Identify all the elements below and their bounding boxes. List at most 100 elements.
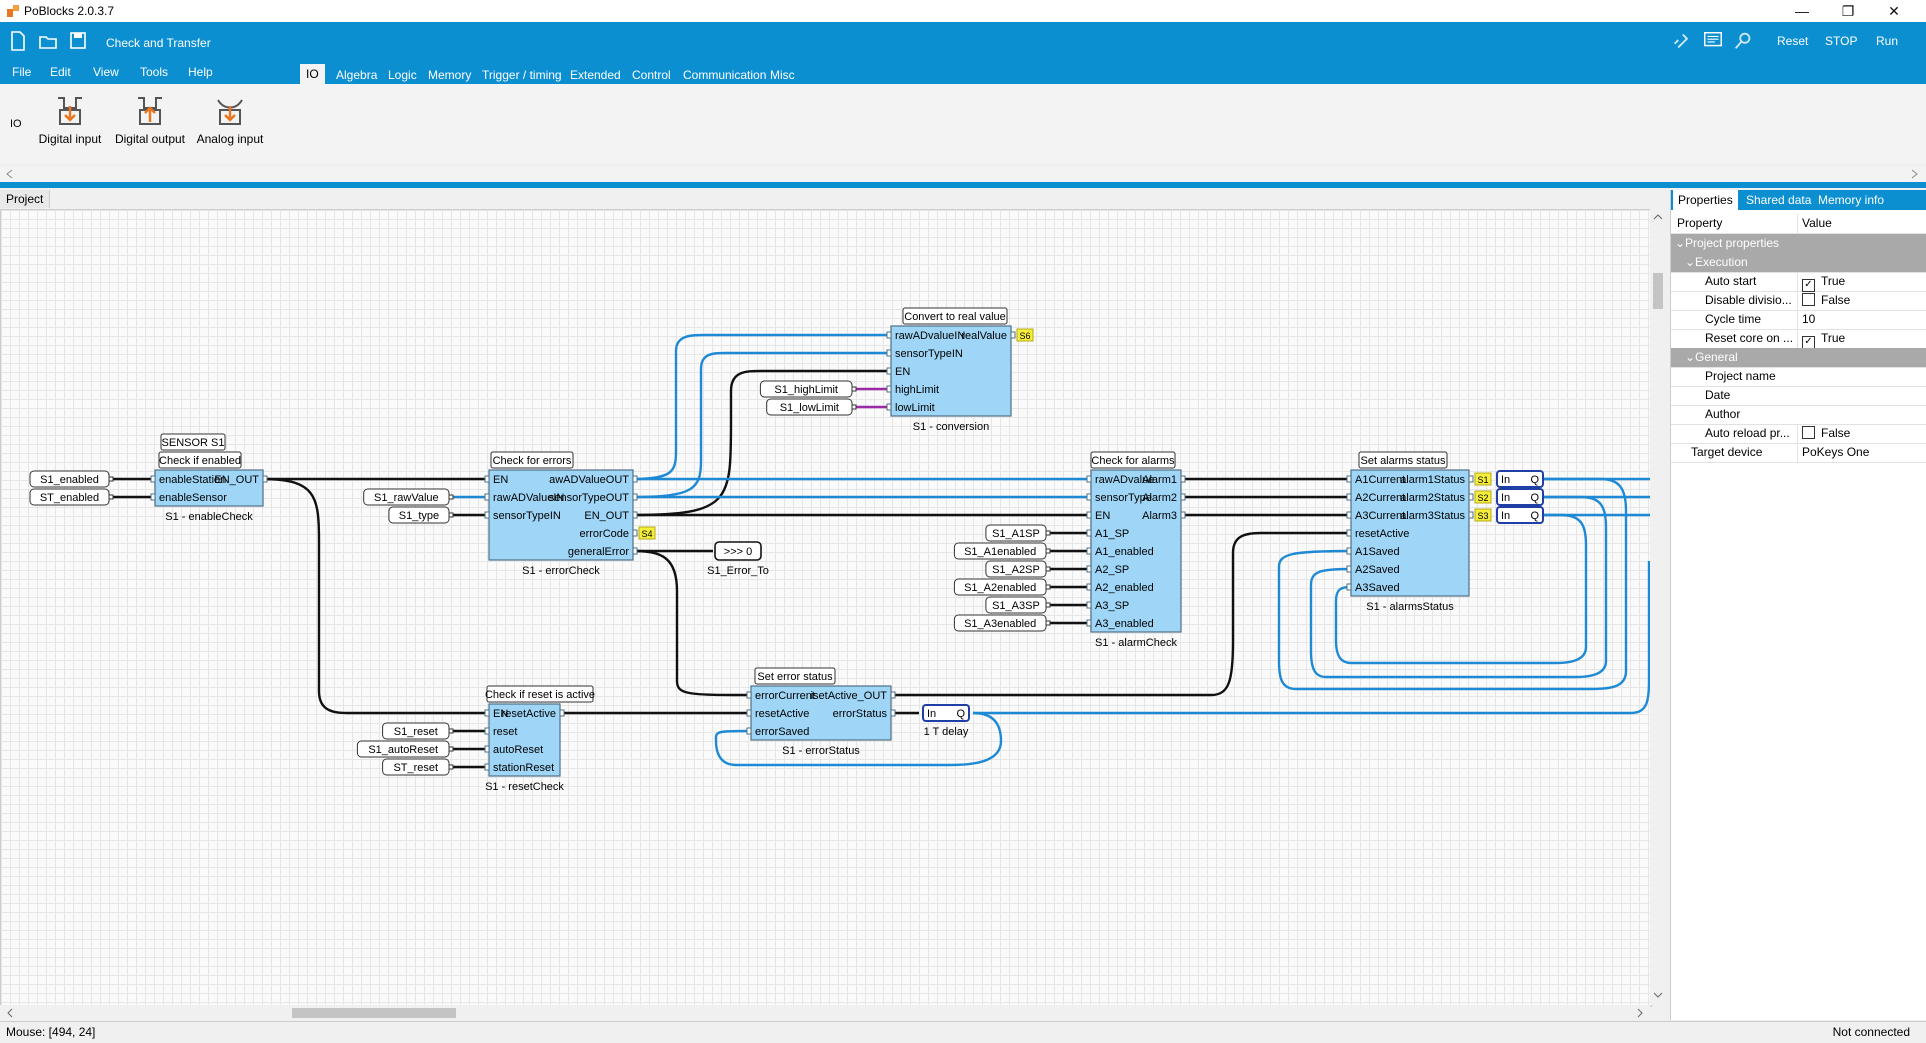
variable-input[interactable]: S1_highLimit bbox=[759, 380, 857, 398]
property-row[interactable]: Auto start✓True bbox=[1671, 272, 1926, 292]
menu-help[interactable]: Help bbox=[188, 65, 213, 79]
input-port[interactable] bbox=[484, 745, 490, 753]
input-port[interactable] bbox=[1346, 475, 1352, 483]
output-port[interactable] bbox=[632, 493, 638, 501]
output-port[interactable] bbox=[1180, 511, 1186, 519]
digital-output-tool[interactable]: Digital output bbox=[110, 94, 190, 146]
estatus-block[interactable]: Set error statuserrorCurrentresetActivee… bbox=[746, 667, 896, 757]
stop-button[interactable]: STOP bbox=[1825, 34, 1858, 48]
astatus-block[interactable]: Set alarms statusA1CurrentA2CurrentA3Cur… bbox=[1346, 451, 1474, 613]
tab-io[interactable]: IO bbox=[300, 64, 325, 84]
input-port[interactable] bbox=[1086, 529, 1092, 537]
save-icon[interactable] bbox=[68, 30, 90, 54]
property-value[interactable]: PoKeys One bbox=[1797, 443, 1926, 462]
input-port[interactable] bbox=[1346, 493, 1352, 501]
menu-tools[interactable]: Tools bbox=[140, 65, 169, 79]
link-icon[interactable] bbox=[1670, 30, 1694, 54]
category-execution[interactable]: ⌄Execution bbox=[1671, 253, 1926, 273]
tab-memory-info[interactable]: Memory info bbox=[1818, 193, 1885, 207]
input-port[interactable] bbox=[150, 475, 156, 483]
reset-block[interactable]: Check if reset is activeENresetautoReset… bbox=[484, 685, 595, 793]
close-button[interactable]: ✕ bbox=[1888, 3, 1900, 19]
new-file-icon[interactable] bbox=[8, 30, 30, 54]
output-port[interactable] bbox=[1010, 331, 1016, 339]
input-port[interactable] bbox=[746, 709, 752, 717]
toolbar-scrollbar[interactable] bbox=[0, 166, 1926, 182]
output-port[interactable] bbox=[559, 709, 565, 717]
tab-memory[interactable]: Memory bbox=[428, 68, 472, 82]
minimize-button[interactable]: — bbox=[1795, 3, 1809, 19]
checkbox[interactable] bbox=[1802, 426, 1815, 439]
variable-input[interactable]: S1_A1enabled bbox=[953, 542, 1051, 560]
input-port[interactable] bbox=[886, 385, 892, 393]
output-port[interactable] bbox=[1180, 475, 1186, 483]
input-port[interactable] bbox=[886, 349, 892, 357]
digital-input-tool[interactable]: Digital input bbox=[30, 94, 110, 146]
tab-trigger-timing[interactable]: Trigger / timing bbox=[482, 68, 562, 82]
variable-input[interactable]: ST_enabled bbox=[29, 488, 114, 506]
input-port[interactable] bbox=[484, 763, 490, 771]
checkbox[interactable] bbox=[1802, 293, 1815, 306]
tab-properties[interactable]: Properties bbox=[1673, 190, 1738, 210]
variable-input[interactable]: S1_reset bbox=[382, 722, 454, 740]
input-port[interactable] bbox=[1086, 601, 1092, 609]
variable-input[interactable]: S1_type bbox=[388, 506, 454, 524]
category-general[interactable]: ⌄General bbox=[1671, 348, 1926, 368]
variable-input[interactable]: ST_reset bbox=[382, 758, 454, 776]
reset-button[interactable]: Reset bbox=[1777, 34, 1809, 48]
tab-logic[interactable]: Logic bbox=[388, 68, 417, 82]
tab-misc[interactable]: Misc bbox=[770, 68, 795, 82]
property-value[interactable]: ✓True bbox=[1797, 272, 1926, 292]
input-port[interactable] bbox=[886, 367, 892, 375]
input-port[interactable] bbox=[484, 709, 490, 717]
monitor-icon[interactable] bbox=[1702, 30, 1726, 54]
input-port[interactable] bbox=[886, 331, 892, 339]
variable-input[interactable]: S1_A2SP bbox=[985, 560, 1051, 578]
variable-input[interactable]: S1_A1SP bbox=[985, 524, 1051, 542]
variable-input[interactable]: S1_lowLimit bbox=[766, 398, 857, 416]
tab-communication[interactable]: Communication bbox=[683, 68, 767, 82]
variable-input[interactable]: S1_A3SP bbox=[985, 596, 1051, 614]
menu-view[interactable]: View bbox=[93, 65, 119, 79]
variable-input[interactable]: S1_rawValue bbox=[363, 488, 454, 506]
menu-file[interactable]: File bbox=[12, 65, 32, 79]
input-port[interactable] bbox=[1346, 565, 1352, 573]
property-row[interactable]: Project name bbox=[1671, 367, 1926, 387]
input-port[interactable] bbox=[484, 727, 490, 735]
input-port[interactable] bbox=[150, 493, 156, 501]
property-row[interactable]: Reset core on ...✓True bbox=[1671, 329, 1926, 349]
input-port[interactable] bbox=[484, 511, 490, 519]
property-value[interactable]: False bbox=[1797, 424, 1926, 443]
block-body[interactable] bbox=[488, 703, 561, 777]
property-value[interactable]: 10 bbox=[1797, 310, 1926, 329]
output-port[interactable] bbox=[632, 529, 638, 537]
block-body[interactable] bbox=[488, 469, 634, 561]
property-value[interactable]: False bbox=[1797, 291, 1926, 310]
input-port[interactable] bbox=[746, 727, 752, 735]
canvas-vertical-scrollbar[interactable] bbox=[1650, 209, 1666, 1005]
search-icon[interactable] bbox=[1732, 30, 1756, 54]
tab-project[interactable]: Project bbox=[0, 190, 51, 208]
output-port[interactable] bbox=[890, 691, 896, 699]
input-port[interactable] bbox=[484, 493, 490, 501]
block-body[interactable] bbox=[1350, 469, 1470, 597]
output-port[interactable] bbox=[1468, 475, 1474, 483]
property-row[interactable]: Author bbox=[1671, 405, 1926, 425]
input-port[interactable] bbox=[1346, 529, 1352, 537]
input-port[interactable] bbox=[1346, 511, 1352, 519]
block-body[interactable] bbox=[890, 325, 1012, 417]
input-port[interactable] bbox=[1346, 583, 1352, 591]
output-port[interactable] bbox=[1468, 493, 1474, 501]
property-row[interactable]: Disable divisio...False bbox=[1671, 291, 1926, 311]
input-port[interactable] bbox=[1086, 565, 1092, 573]
output-port[interactable] bbox=[1468, 511, 1474, 519]
variable-input[interactable]: S1_A3enabled bbox=[953, 614, 1051, 632]
run-button[interactable]: Run bbox=[1876, 34, 1899, 48]
canvas-horizontal-scrollbar[interactable] bbox=[0, 1005, 1650, 1021]
input-port[interactable] bbox=[1346, 547, 1352, 555]
